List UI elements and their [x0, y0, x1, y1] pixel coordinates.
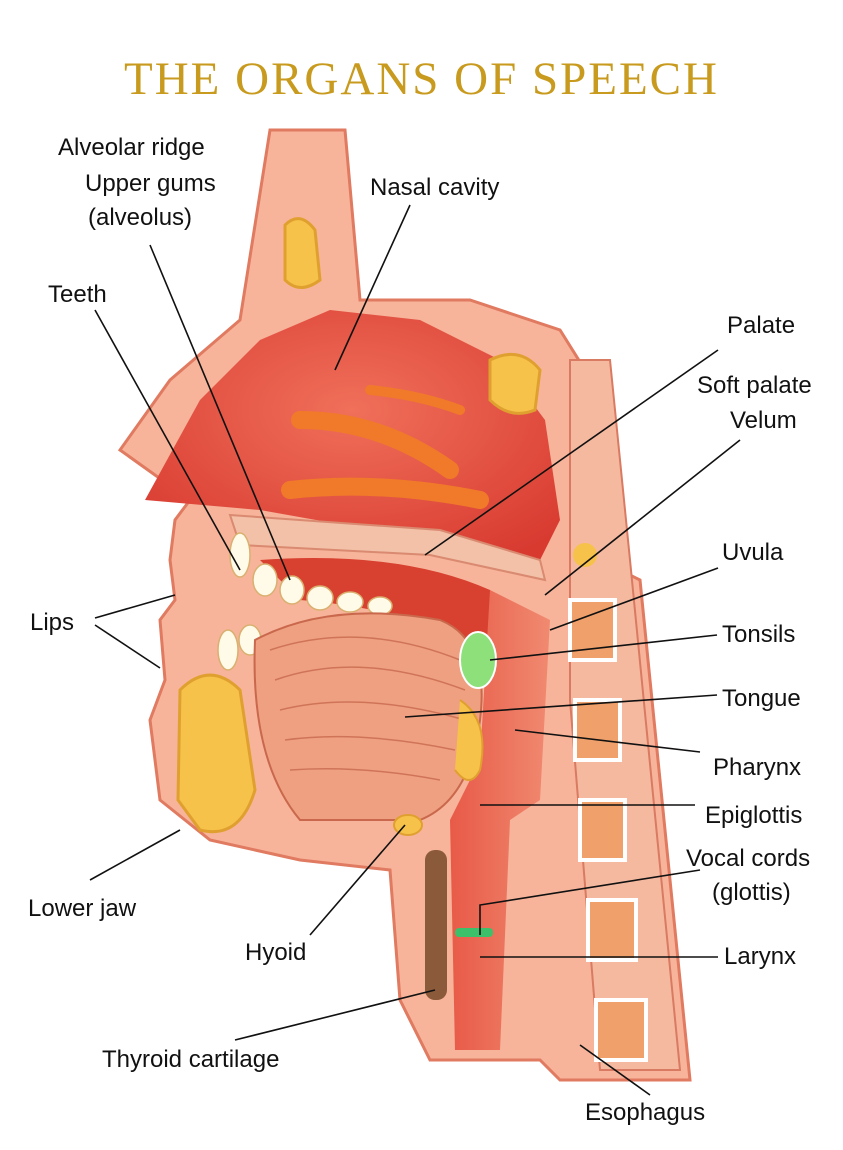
- label-glottis: (glottis): [712, 879, 791, 906]
- frontal-sinus: [283, 217, 322, 289]
- label-alveolar-ridge: Alveolar ridge: [58, 134, 205, 161]
- label-uvula: Uvula: [722, 539, 784, 566]
- diagram-title: THE ORGANS OF SPEECH: [124, 53, 719, 105]
- thyroid-cartilage: [425, 850, 447, 1000]
- label-epiglottis: Epiglottis: [705, 802, 803, 829]
- label-lower-jaw: Lower jaw: [28, 895, 137, 922]
- label-velum: Velum: [730, 407, 797, 434]
- jaw-bone: [176, 673, 257, 834]
- vocal-cords: [455, 928, 493, 937]
- label-upper-gums: Upper gums: [85, 170, 216, 197]
- spine: [569, 359, 682, 1071]
- label-lips: Lips: [30, 609, 75, 636]
- label-larynx: Larynx: [724, 943, 797, 970]
- label-hyoid: Hyoid: [245, 939, 307, 966]
- leader-lines: [89, 204, 741, 1096]
- label-palate: Palate: [727, 312, 796, 339]
- label-nasal-cavity: Nasal cavity: [370, 174, 500, 201]
- label-pharynx: Pharynx: [713, 754, 802, 781]
- label-thyroid-cartilage: Thyroid cartilage: [102, 1046, 280, 1073]
- label-vocal-cords: Vocal cords: [686, 845, 811, 872]
- teeth: [217, 532, 393, 671]
- label-alveolus: (alveolus): [88, 204, 193, 231]
- label-tonsils: Tonsils: [722, 621, 796, 648]
- label-teeth: Teeth: [48, 281, 107, 308]
- label-soft-palate: Soft palate: [697, 372, 812, 399]
- label-tongue: Tongue: [722, 685, 801, 712]
- sphenoid-sinus: [488, 352, 542, 415]
- label-esophagus: Esophagus: [585, 1099, 706, 1126]
